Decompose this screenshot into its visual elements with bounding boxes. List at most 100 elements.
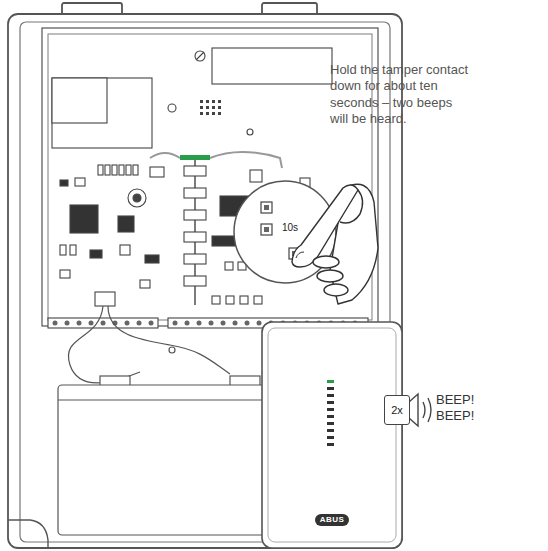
circuit-board-part	[90, 250, 102, 258]
brand-logo-text: ABUS	[320, 516, 345, 525]
circuit-board-part	[184, 254, 206, 264]
circuit-board-part	[70, 245, 76, 255]
circuit-board-part-part	[206, 106, 209, 109]
magnifier-circle: 10s	[233, 180, 337, 284]
circuit-board-part-part	[149, 321, 154, 326]
circuit-board-part-part	[206, 100, 209, 103]
hand-drawing-part	[324, 284, 348, 296]
circuit-board-part-part	[200, 106, 203, 109]
circuit-board	[42, 28, 378, 328]
circuit-board-part	[184, 188, 206, 198]
circuit-board-part-part	[98, 165, 103, 175]
keypad-device-part	[327, 429, 334, 432]
circuit-board-part	[120, 245, 130, 255]
circuit-board-part	[95, 292, 115, 306]
circuit-board-part-part	[218, 112, 221, 115]
pad-frame	[261, 202, 272, 213]
circuit-board-part	[133, 194, 141, 202]
keypad-device-part	[327, 415, 334, 418]
battery-and-wires-part	[169, 347, 175, 353]
circuit-board-part	[128, 189, 146, 207]
circuit-board-part-part	[200, 112, 203, 115]
sound-waves-part	[423, 402, 425, 418]
circuit-board-part	[180, 155, 210, 160]
magnifier-lens	[234, 181, 336, 283]
keypad-device	[262, 322, 402, 548]
pad-contact	[264, 227, 269, 232]
tamper-pad	[261, 224, 272, 235]
keypad-device-part	[327, 394, 334, 397]
circuit-board-part-part	[101, 321, 106, 326]
brand-badge: ABUS	[315, 514, 349, 526]
circuit-board-part-part	[105, 165, 110, 175]
hand-drawing-part	[330, 184, 378, 304]
sound-waves-part	[428, 398, 431, 422]
keypad-device-part	[327, 380, 334, 383]
keypad-device-part	[327, 401, 334, 404]
circuit-board-part-part	[212, 112, 215, 115]
circuit-board-part	[60, 180, 68, 186]
circuit-board-part	[340, 262, 350, 272]
circuit-board-part-part	[257, 321, 262, 326]
circuit-board-part-part	[173, 321, 178, 326]
circuit-board-part	[247, 129, 253, 135]
keypad-device-part	[327, 443, 334, 446]
speaker-icon: 2x	[384, 395, 410, 425]
circuit-board-part	[196, 52, 204, 60]
circuit-board-part-part	[197, 321, 202, 326]
circuit-board-part	[225, 262, 233, 270]
circuit-board-part-part	[137, 321, 142, 326]
circuit-board-part-part	[218, 106, 221, 109]
circuit-board-part	[60, 245, 66, 255]
circuit-board-part-part	[112, 165, 117, 175]
circuit-board-part-part	[206, 112, 209, 115]
circuit-board-part	[118, 216, 134, 232]
circuit-board-part-part	[119, 165, 124, 175]
hand-drawing-part	[317, 270, 343, 282]
pad-contact	[264, 205, 269, 210]
circuit-board-part-part	[89, 321, 94, 326]
circuit-board-part	[70, 205, 98, 233]
pad-contact	[292, 251, 297, 256]
circuit-board-part	[52, 78, 107, 123]
circuit-board-part-part	[65, 321, 70, 326]
circuit-board-part-part	[185, 321, 190, 326]
sound-waves	[409, 394, 431, 426]
circuit-board-part-part	[221, 321, 226, 326]
sound-label: BEEP! BEEP!	[436, 392, 484, 425]
keypad-device-part	[262, 322, 402, 548]
hand-drawing-part	[340, 190, 363, 223]
circuit-board-part	[98, 165, 138, 175]
circuit-board-part	[140, 280, 150, 288]
circuit-board-part-part	[212, 106, 215, 109]
circuit-board-part	[150, 152, 282, 168]
pad-frame	[289, 248, 300, 259]
repeat-count: 2x	[391, 404, 403, 416]
circuit-board-part	[184, 276, 206, 286]
circuit-board-part	[200, 100, 221, 115]
circuit-board-part	[184, 166, 206, 176]
keypad-device-part	[327, 436, 334, 439]
circuit-board-part-part	[233, 321, 238, 326]
circuit-board-part	[60, 270, 70, 278]
circuit-board-part	[212, 48, 332, 84]
battery-and-wires-part	[108, 306, 230, 374]
circuit-board-part	[184, 210, 206, 220]
circuit-board-part	[48, 318, 158, 328]
circuit-board-part-part	[245, 321, 250, 326]
circuit-board-part	[42, 28, 378, 326]
instruction-note: Hold the tamper contact down for about t…	[330, 62, 470, 127]
pad-frame	[261, 224, 272, 235]
housing-part	[8, 14, 402, 548]
circuit-board-part	[195, 51, 205, 61]
tamper-pad	[261, 202, 272, 213]
circuit-board-part	[150, 167, 164, 177]
circuit-board-part	[340, 230, 358, 248]
circuit-board-part	[254, 296, 262, 304]
circuit-board-part	[212, 296, 220, 304]
circuit-board-part-part	[53, 321, 58, 326]
circuit-board-part-part	[126, 165, 131, 175]
circuit-board-part	[240, 296, 248, 304]
circuit-board-part	[75, 178, 85, 186]
